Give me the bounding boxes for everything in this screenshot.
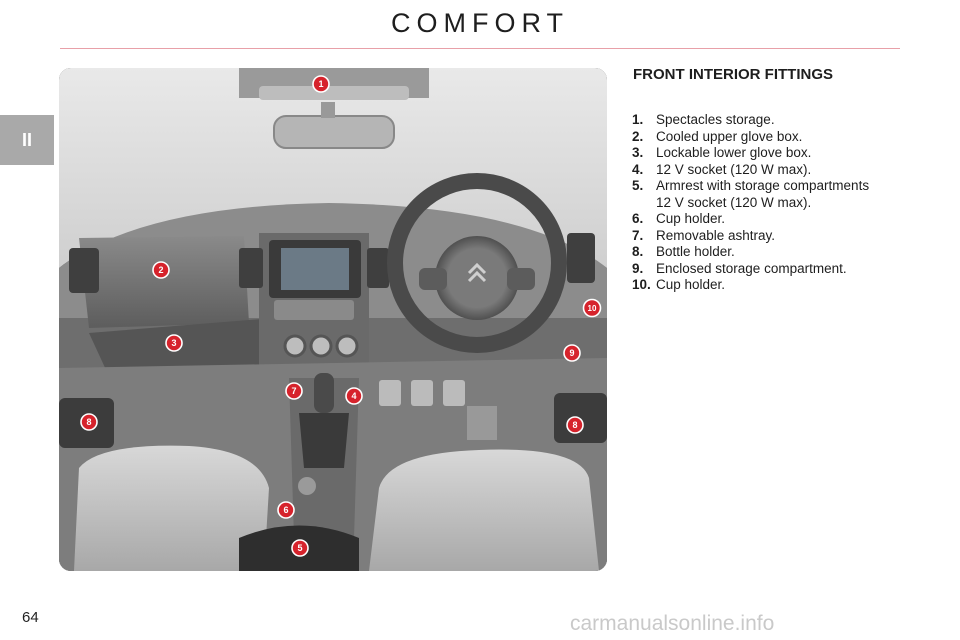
legend-text: 12 V socket (120 W max). <box>656 161 812 177</box>
legend-item: 2. Cooled upper glove box. <box>632 129 922 146</box>
svg-text:2: 2 <box>158 265 163 275</box>
legend-text: Removable ashtray. <box>656 227 776 243</box>
marker-6: 6 <box>277 501 295 519</box>
legend-text: Armrest with storage compartments <box>656 178 870 193</box>
legend-text: Lockable lower glove box. <box>656 145 812 160</box>
marker-2: 2 <box>152 261 170 279</box>
legend-number: 2. <box>632 128 644 144</box>
svg-text:5: 5 <box>297 543 302 553</box>
section-heading: FRONT INTERIOR FITTINGS <box>633 66 833 83</box>
legend-item: 5. Armrest with storage compartments <box>632 178 922 195</box>
svg-text:7: 7 <box>291 386 296 396</box>
watermark: carmanualsonline.info <box>570 612 775 635</box>
interior-photo: 1 2 3 4 5 6 7 8 8 9 10 <box>59 68 607 571</box>
legend-number: 1. <box>632 112 644 127</box>
marker-4: 4 <box>345 387 363 405</box>
marker-8-right: 8 <box>566 416 584 434</box>
legend-list: 1. Spectacles storage. 2. Cooled upper glo… <box>632 112 922 294</box>
page-number: 64 <box>22 609 39 626</box>
legend-item: 1. Spectacles storage. <box>632 112 922 129</box>
svg-text:6: 6 <box>283 505 288 515</box>
legend-text: Spectacles storage. <box>656 112 775 127</box>
legend-number: 7. <box>632 227 644 243</box>
svg-text:8: 8 <box>572 420 577 430</box>
marker-10: 10 <box>582 298 602 318</box>
legend-number: 3. <box>632 145 644 160</box>
legend-text: Cooled upper glove box. <box>656 128 803 144</box>
legend-text: Cup holder. <box>656 277 726 292</box>
legend-number: 5. <box>632 178 644 193</box>
marker-1: 1 <box>312 75 330 93</box>
marker-9: 9 <box>563 344 581 362</box>
marker-8-left: 8 <box>80 413 98 431</box>
marker-5: 5 <box>291 539 309 557</box>
svg-text:1: 1 <box>318 79 323 89</box>
legend-item: 3. Lockable lower glove box. <box>632 145 922 162</box>
legend-item: 8. Bottle holder. <box>632 244 922 261</box>
svg-text:9: 9 <box>569 348 574 358</box>
title-rule <box>60 48 900 49</box>
page-title: COMFORT <box>391 8 569 38</box>
legend-text: Enclosed storage compartment. <box>656 260 847 276</box>
legend-item: 10. Cup holder. <box>632 277 922 294</box>
legend-subtext: 12 V socket (120 W max). <box>656 194 812 210</box>
svg-text:10: 10 <box>588 304 597 313</box>
legend-text: Cup holder. <box>656 211 726 226</box>
legend-number: 4. <box>632 161 644 177</box>
marker-3: 3 <box>165 334 183 352</box>
legend-number: 9. <box>632 260 644 276</box>
legend-text: Bottle holder. <box>656 244 735 259</box>
marker-7: 7 <box>285 382 303 400</box>
legend-item: 9. Enclosed storage compartment. <box>632 261 922 278</box>
legend-item: 4. 12 V socket (120 W max). <box>632 162 922 179</box>
legend-number: 8. <box>632 244 644 259</box>
legend-number: 6. <box>632 211 644 226</box>
svg-text:8: 8 <box>86 417 91 427</box>
legend-number: 10. <box>632 277 651 292</box>
svg-text:3: 3 <box>171 338 176 348</box>
svg-text:4: 4 <box>351 391 356 401</box>
legend-item: 7. Removable ashtray. <box>632 228 922 245</box>
legend-item: 6. Cup holder. <box>632 211 922 228</box>
chapter-tab[interactable]: II <box>0 115 54 165</box>
